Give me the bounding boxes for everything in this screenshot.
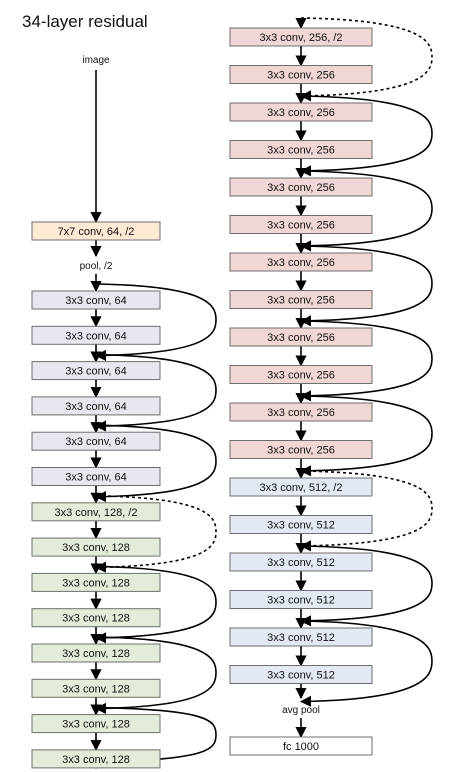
right-shortcut: [299, 170, 433, 252]
conv512-block: 3x3 conv, 512: [229, 515, 373, 534]
right-shortcut: [299, 620, 433, 707]
conv64-block-label: 3x3 conv, 64: [65, 366, 127, 378]
conv256-block-label: 3x3 conv, 256: [267, 220, 335, 232]
left-shortcut: [94, 636, 217, 715]
conv256-block: 3x3 conv, 256: [229, 327, 373, 347]
pool-label: pool, /2: [80, 261, 113, 272]
right-projection-shortcut: [299, 470, 433, 552]
conv256-block: 3x3 conv, 256: [229, 402, 373, 422]
conv512-block-label: 3x3 conv, 512, /2: [260, 482, 343, 494]
conv128-block: 3x3 conv, 128: [31, 572, 161, 592]
conv256-block-label: 3x3 conv, 256: [267, 70, 335, 82]
conv256-block: 3x3 conv, 256: [229, 102, 373, 122]
conv256-block-label: 3x3 conv, 256: [267, 445, 335, 457]
conv64-block: 3x3 conv, 64: [31, 290, 161, 310]
conv64-block-label: 3x3 conv, 64: [65, 472, 127, 484]
conv512-block: 3x3 conv, 512: [229, 627, 373, 647]
image-label: image: [82, 55, 110, 66]
diagram-title: 34-layer residual: [22, 12, 148, 31]
conv256-block: 3x3 conv, 256: [229, 65, 373, 84]
conv128-block: 3x3 conv, 128: [31, 749, 161, 769]
conv256-block-label: 3x3 conv, 256: [267, 182, 335, 194]
conv128-block-label: 3x3 conv, 128, /2: [55, 507, 138, 519]
left-shortcut: [94, 283, 217, 362]
conv64-block: 3x3 conv, 64: [31, 467, 161, 486]
conv512-block: 3x3 conv, 512: [229, 552, 373, 572]
right-shortcut: [299, 95, 433, 177]
conv256-block-label: 3x3 conv, 256: [267, 145, 335, 157]
conv64-block-label: 3x3 conv, 64: [65, 401, 127, 413]
left-projection-shortcut: [94, 495, 217, 573]
conv64-block: 3x3 conv, 64: [31, 361, 161, 381]
left-shortcut: [94, 706, 217, 768]
avgpool-label: avg pool: [282, 705, 320, 716]
conv128-block: 3x3 conv, 128: [31, 643, 161, 663]
right-shortcut: [299, 545, 433, 627]
conv256-block: 3x3 conv, 256, /2: [229, 27, 373, 47]
left-shortcut: [94, 565, 217, 644]
conv256-block-label: 3x3 conv, 256: [267, 407, 335, 419]
fc-block: fc 1000: [229, 736, 373, 756]
conv256-block: 3x3 conv, 256: [229, 290, 373, 309]
conv256-block-label: 3x3 conv, 256: [267, 370, 335, 382]
conv512-block-label: 3x3 conv, 512: [267, 557, 335, 569]
stem-conv-block: 7x7 conv, 64, /2: [31, 221, 161, 241]
conv512-block: 3x3 conv, 512: [229, 665, 373, 684]
conv128-block-label: 3x3 conv, 128: [62, 754, 130, 766]
conv128-block: 3x3 conv, 128, /2: [31, 502, 161, 522]
conv256-block: 3x3 conv, 256: [229, 365, 373, 384]
conv64-block: 3x3 conv, 64: [31, 431, 161, 451]
conv256-block-label: 3x3 conv, 256: [267, 295, 335, 307]
conv64-block-label: 3x3 conv, 64: [65, 295, 127, 307]
conv128-block-label: 3x3 conv, 128: [62, 719, 130, 731]
conv512-block-label: 3x3 conv, 512: [267, 632, 335, 644]
conv64-block-label: 3x3 conv, 64: [65, 330, 127, 342]
conv128-block-label: 3x3 conv, 128: [62, 648, 130, 660]
conv128-block-label: 3x3 conv, 128: [62, 613, 130, 625]
conv512-block: 3x3 conv, 512, /2: [229, 477, 373, 497]
right-shortcut: [299, 395, 433, 477]
left-shortcut: [94, 353, 217, 432]
left-shortcut: [94, 424, 217, 503]
fc-block-label: fc 1000: [283, 741, 319, 753]
conv512-block-label: 3x3 conv, 512: [267, 520, 335, 532]
conv128-block: 3x3 conv, 128: [31, 537, 161, 557]
stem-conv-block-label: 7x7 conv, 64, /2: [58, 226, 135, 238]
conv128-block-label: 3x3 conv, 128: [62, 577, 130, 589]
conv64-block: 3x3 conv, 64: [31, 396, 161, 416]
conv256-block-label: 3x3 conv, 256, /2: [260, 32, 343, 44]
conv256-block: 3x3 conv, 256: [229, 252, 373, 272]
conv512-block-label: 3x3 conv, 512: [267, 595, 335, 607]
conv512-block: 3x3 conv, 512: [229, 590, 373, 609]
right-shortcut: [299, 245, 433, 327]
conv128-block: 3x3 conv, 128: [31, 608, 161, 628]
conv256-block-label: 3x3 conv, 256: [267, 107, 335, 119]
conv128-block: 3x3 conv, 128: [31, 714, 161, 734]
conv256-block-label: 3x3 conv, 256: [267, 257, 335, 269]
right-shortcut: [299, 320, 433, 402]
conv256-block: 3x3 conv, 256: [229, 215, 373, 234]
conv128-block-label: 3x3 conv, 128: [62, 683, 130, 695]
conv128-block-label: 3x3 conv, 128: [62, 542, 130, 554]
conv64-block-label: 3x3 conv, 64: [65, 436, 127, 448]
conv512-block-label: 3x3 conv, 512: [267, 670, 335, 682]
conv256-block: 3x3 conv, 256: [229, 177, 373, 197]
conv128-block: 3x3 conv, 128: [31, 678, 161, 698]
conv256-block: 3x3 conv, 256: [229, 440, 373, 459]
conv256-block: 3x3 conv, 256: [229, 140, 373, 159]
right-projection-shortcut: [299, 17, 433, 102]
conv64-block: 3x3 conv, 64: [31, 325, 161, 345]
conv256-block-label: 3x3 conv, 256: [267, 332, 335, 344]
